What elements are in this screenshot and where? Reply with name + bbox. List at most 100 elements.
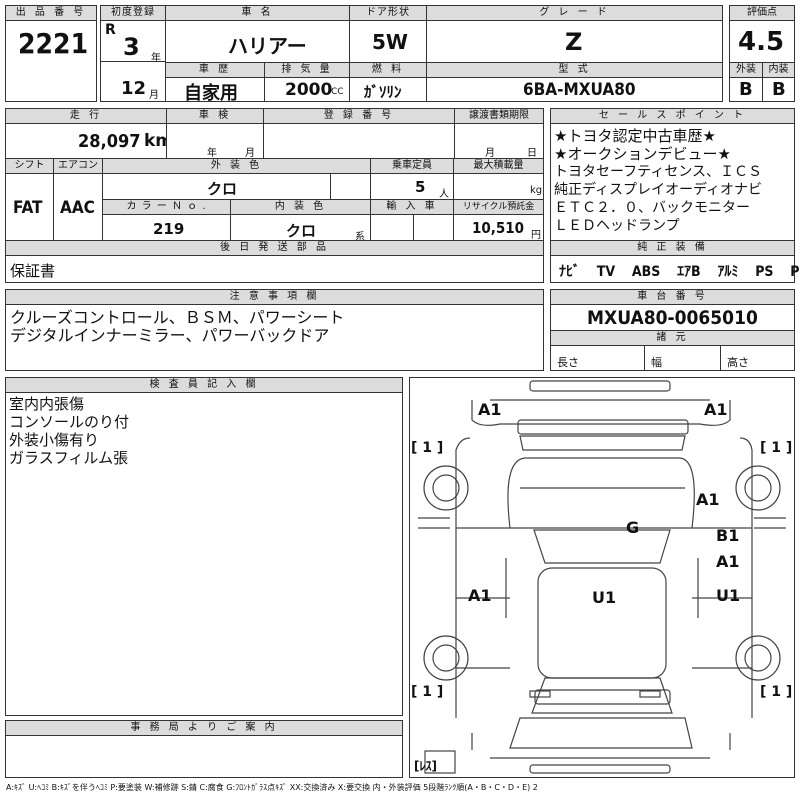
sales-point-line: ＬＥＤヘッドランプ — [554, 218, 680, 234]
inspection-month-unit: 月 — [245, 148, 255, 159]
history-header: 車 歴 — [165, 62, 265, 78]
mileage-header: 走 行 — [5, 108, 167, 124]
fuel-cell: ｶﾞｿﾘﾝ — [349, 77, 427, 102]
inspector-line: コンソールのり付 — [9, 413, 130, 431]
specs-header: 諸 元 — [550, 330, 795, 346]
equipment-airbag: ｴｱB — [677, 264, 701, 280]
chassis-number: MXUA80-0065010 — [587, 307, 758, 329]
exterior-grade: B — [739, 79, 753, 100]
capacity: 5 — [415, 178, 426, 196]
model: 6BA-MXUA80 — [523, 80, 636, 100]
office-cell — [5, 735, 403, 778]
mileage: 28,097 — [78, 131, 141, 152]
width-cell: 幅 — [644, 345, 721, 371]
displacement-header: 排 気 量 — [264, 62, 350, 78]
lot-number: 2221 — [18, 27, 89, 60]
equipment-abs: ABS — [631, 264, 661, 280]
ac-cell: AAC — [53, 173, 103, 241]
equipment-header: 純 正 装 備 — [550, 240, 795, 256]
max-load-cell: kg — [453, 173, 544, 200]
length-cell: 長さ — [550, 345, 645, 371]
car-diagram: A1 A1 [ 1 ] [ 1 ] A1 G B1 A1 A1 U1 U1 [ … — [409, 377, 795, 778]
equipment-nav: ﾅﾋﾞ — [559, 264, 580, 280]
reg-month: 12 — [121, 78, 147, 99]
sales-point-line: 純正ディスプレイオーディオナビ — [554, 182, 763, 198]
grade-cell: Z — [426, 20, 723, 63]
model-header: 型 式 — [426, 62, 723, 78]
chassis-cell: MXUA80-0065010 — [550, 304, 795, 331]
door-cell: 5W — [349, 20, 427, 63]
damage-front-left: A1 — [478, 400, 502, 419]
exterior-grade-cell: B — [729, 77, 763, 102]
office-header: 事 務 局 よ り ご 案 内 — [5, 720, 403, 736]
inspection-year-unit: 年 — [207, 148, 217, 159]
import-cell — [370, 214, 454, 241]
reg-year: 3 — [123, 33, 140, 61]
notes-header: 注 意 事 項 欄 — [5, 289, 544, 305]
bracket-bottom-right: [ 1 ] — [760, 684, 793, 700]
bracket-bottom-left: [ 1 ] — [411, 684, 444, 700]
mileage-cell: 28,097 km — [5, 123, 173, 159]
inspector-header: 検 査 員 記 入 欄 — [5, 377, 403, 393]
inspector-cell: 室内内張傷 コンソールのり付 外装小傷有り ガラスフィルム張 — [5, 392, 403, 716]
model-cell: 6BA-MXUA80 — [426, 77, 723, 102]
lot-number-cell: 2221 — [5, 20, 97, 102]
color-number-header: カ ラ ー Ｎ ｏ . — [102, 199, 231, 215]
equipment-alloy: ｱﾙﾐ — [717, 264, 739, 280]
history-cell: 自家用 — [165, 77, 265, 104]
history: 自家用 — [184, 83, 238, 104]
fuel: ｶﾞｿﾘﾝ — [364, 83, 402, 101]
damage-right-rear-b1: B1 — [716, 526, 740, 545]
reg-month-cell: 12 月 — [100, 61, 166, 102]
first-registration-header: 初度登録 — [100, 5, 166, 21]
max-load-unit: kg — [530, 185, 543, 196]
transfer-month-unit: 月 — [485, 148, 495, 159]
damage-right-front: A1 — [696, 490, 720, 509]
exterior-color: クロ — [207, 180, 238, 198]
lot-number-header: 出 品 番 号 — [5, 5, 97, 21]
score: 4.5 — [738, 27, 785, 57]
inspector-line: ガラスフィルム張 — [9, 449, 129, 467]
later-parts-header: 後 日 発 送 部 品 — [5, 240, 544, 256]
recycle-unit: 円 — [531, 230, 541, 241]
grade-header: グ レ ー ド — [426, 5, 723, 21]
month-unit: 月 — [149, 90, 159, 101]
sales-point-line: トヨタセーフティセンス、ＩＣＳ — [554, 164, 763, 180]
equipment-list: ﾅﾋﾞ TV ABS ｴｱB ｱﾙﾐ PS PW — [559, 261, 800, 281]
note-line: クルーズコントロール、ＢＳＭ、パワーシート — [10, 308, 345, 327]
first-registration-cell: R 3 年 — [100, 20, 166, 64]
capacity-cell: 5 人 — [370, 173, 454, 200]
interior-color-cell: クロ 系 — [230, 214, 371, 243]
damage-right-rear-a1: A1 — [716, 552, 740, 571]
ac: AAC — [60, 198, 95, 218]
import-header: 輸 入 車 — [370, 199, 454, 215]
height-cell: 高さ — [720, 345, 795, 371]
later-parts: 保証書 — [10, 262, 56, 280]
recycle-cell: 10,510 円 — [453, 214, 544, 241]
mileage-unit: km — [144, 131, 174, 151]
damage-roof-glass: G — [626, 518, 640, 537]
displacement-cell: 2000 CC — [264, 77, 350, 102]
sales-points-header: セ ー ル ス ポ イ ン ト — [550, 108, 795, 124]
length-label: 長さ — [557, 356, 579, 369]
max-load-header: 最大積載量 — [453, 158, 544, 174]
bracket-top-left: [ 1 ] — [411, 440, 444, 456]
sales-point-line: ★オークションデビュー★ — [554, 145, 731, 163]
recycle-header: リサイクル預託金 — [453, 199, 544, 215]
recycle-deposit: 10,510 — [472, 219, 525, 237]
displacement: 2000 — [285, 80, 333, 100]
shift: FAT — [13, 198, 43, 218]
height-label: 高さ — [727, 356, 749, 369]
damage-right-side: U1 — [716, 586, 741, 605]
exterior-color-header: 外 装 色 — [102, 158, 371, 174]
spare-tire-bracket: [ﾚｽ] — [414, 759, 437, 773]
car-name-header: 車 名 — [165, 5, 350, 21]
door-header: ドア形状 — [349, 5, 427, 21]
inspection-cell: 年 月 — [166, 123, 264, 159]
interior-grade-cell: B — [762, 77, 795, 102]
shift-header: シフト — [5, 158, 54, 174]
notes-cell: クルーズコントロール、ＢＳＭ、パワーシート デジタルインナーミラー、パワーバック… — [5, 304, 544, 371]
later-parts-cell: 保証書 — [5, 255, 544, 283]
displacement-unit: CC — [331, 87, 344, 97]
